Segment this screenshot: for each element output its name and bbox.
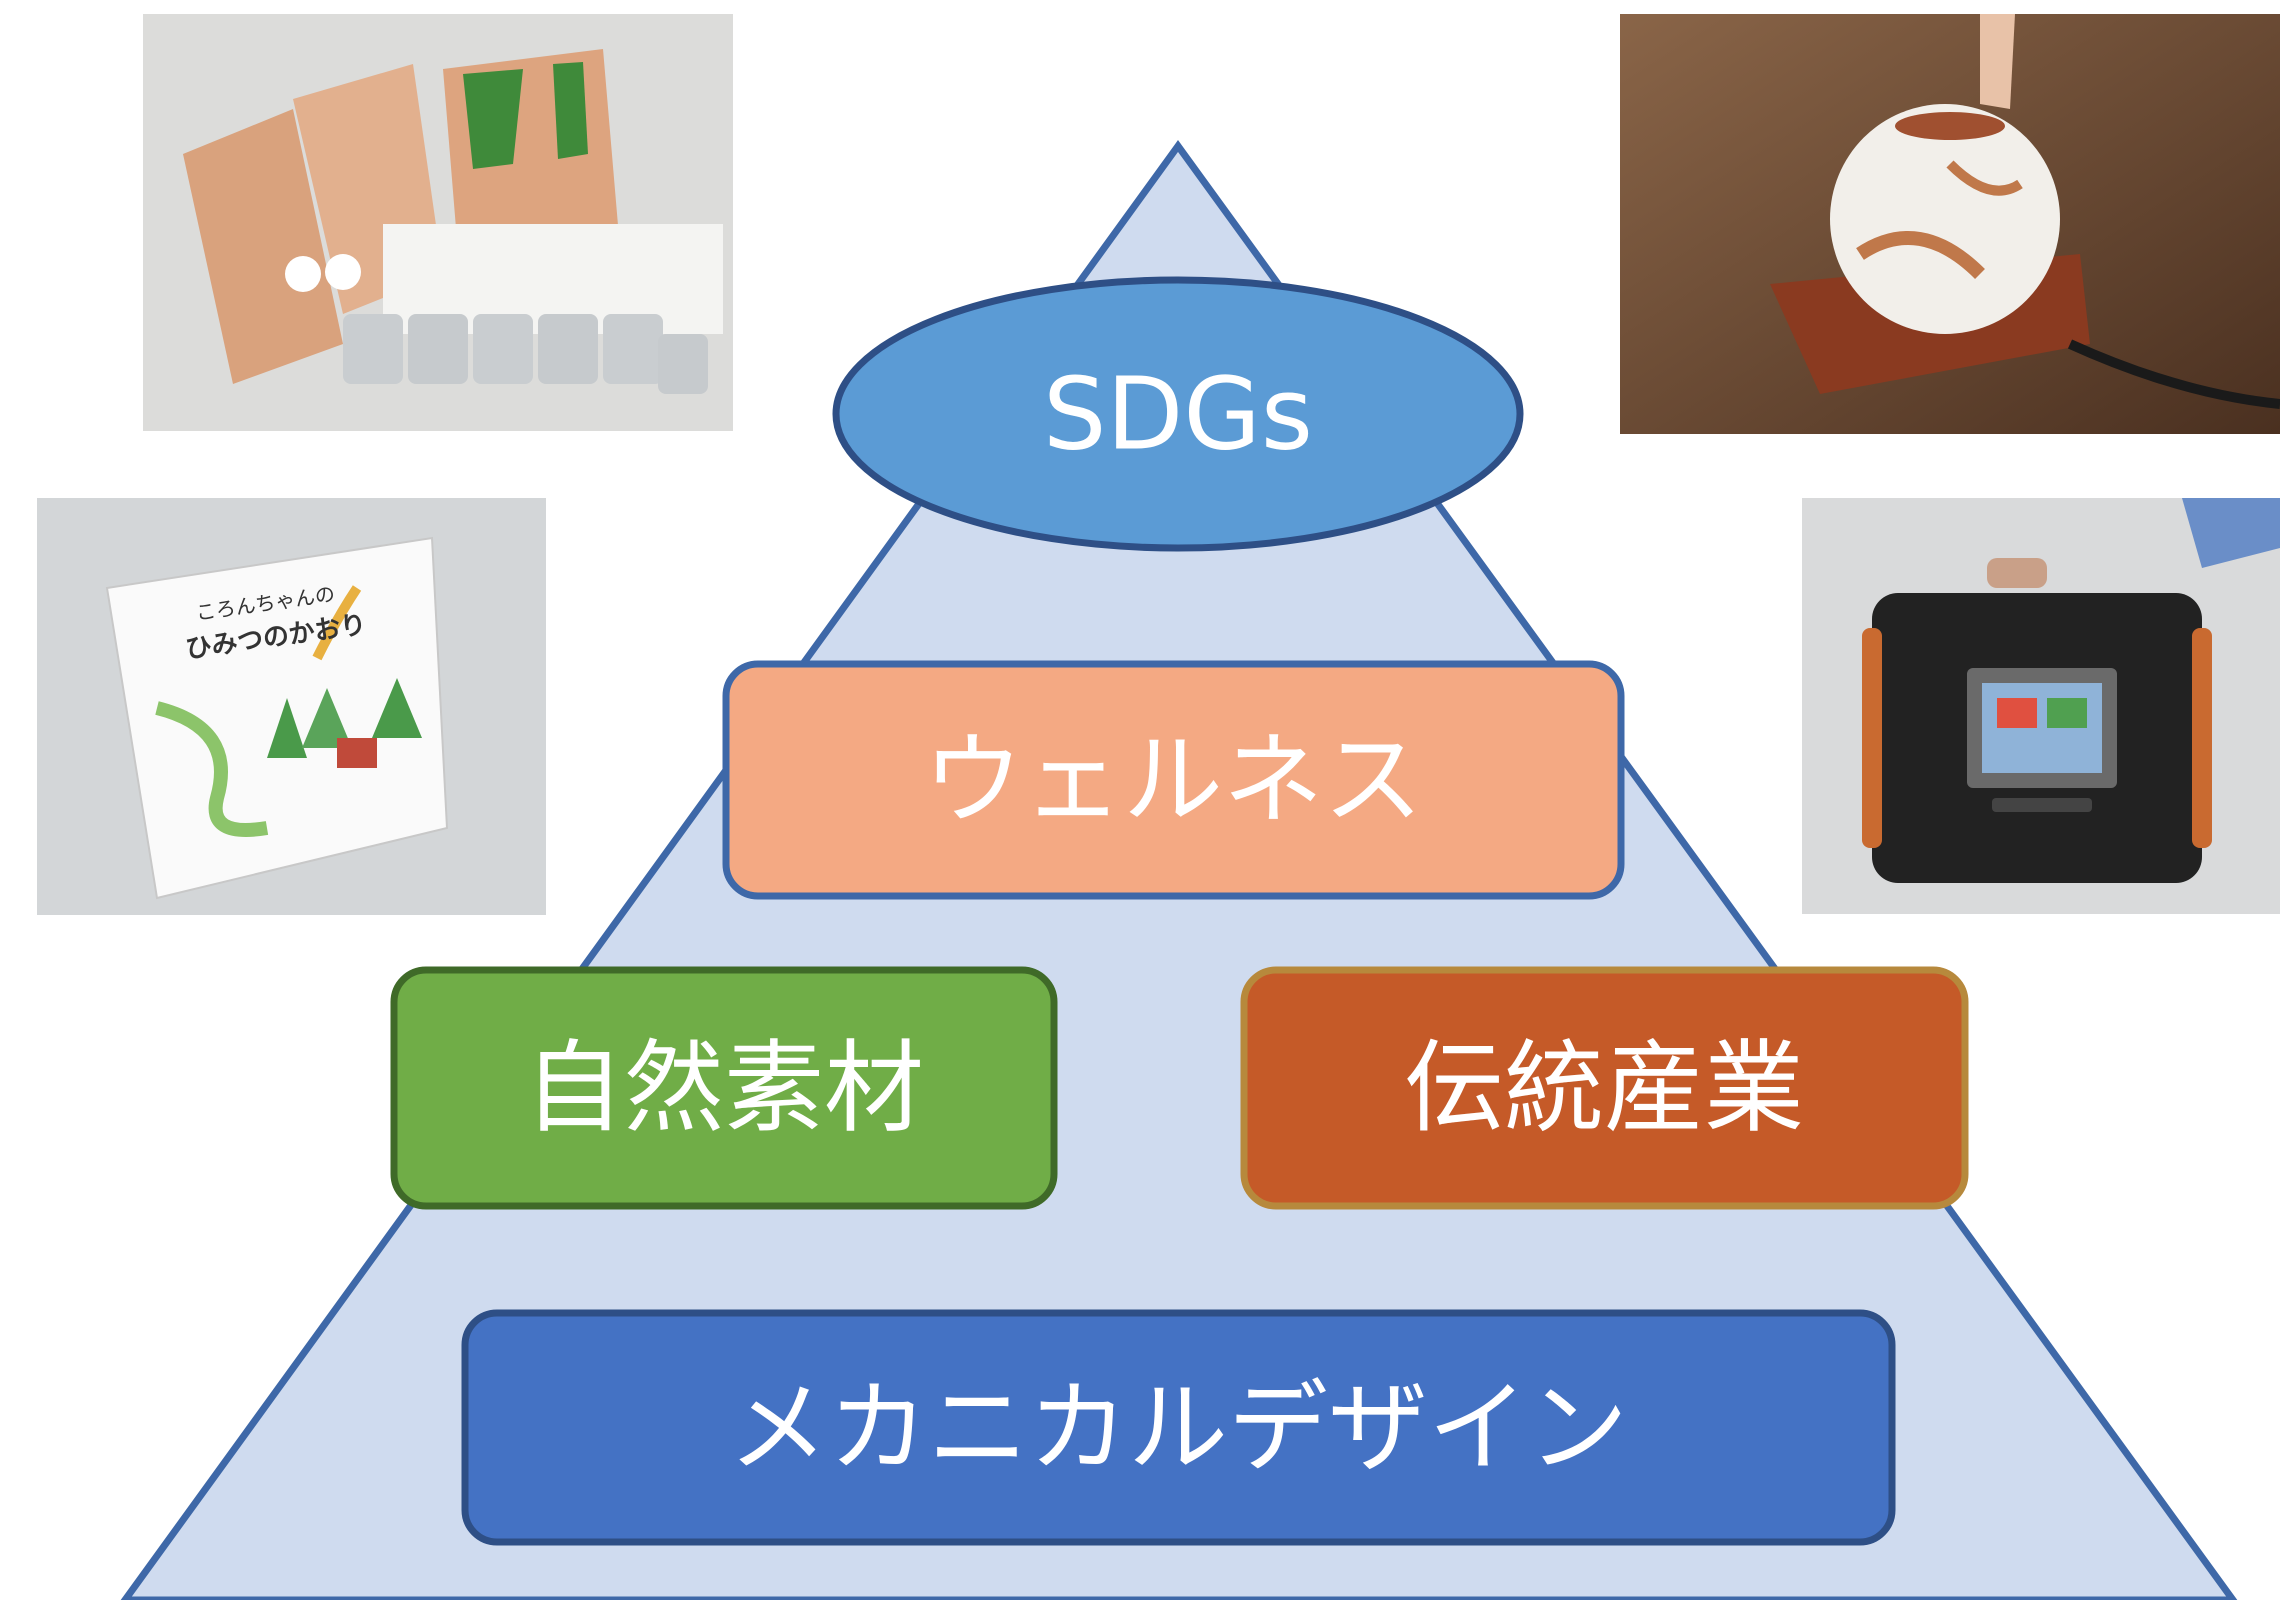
- picture-book-illustration: ころんちゃんの ひみつのかおり: [37, 498, 546, 915]
- porcelain-diffuser-illustration: [1620, 14, 2280, 434]
- tier-traditional-industry-label: 伝統産業: [1404, 1030, 1804, 1147]
- tier-natural-materials-box: [390, 966, 1058, 1210]
- apex-label: SDGs: [1043, 356, 1313, 473]
- photo-porcelain-diffuser: [1620, 14, 2280, 434]
- tier-mechanical-design-label: メカニカルデザイン: [728, 1370, 1628, 1487]
- tier-natural-materials-label: 自然素材: [524, 1030, 924, 1147]
- photo-portable-device: [1802, 498, 2280, 914]
- portable-device-illustration: [1802, 498, 2280, 914]
- tier-wellness-label: ウェルネス: [923, 722, 1423, 839]
- photo-aroma-kit: [143, 14, 733, 431]
- apex-ellipse: [832, 276, 1524, 552]
- photo-picture-book: ころんちゃんの ひみつのかおり: [37, 498, 546, 915]
- tier-traditional-industry-box: [1240, 966, 1969, 1210]
- tier-wellness-box: [722, 660, 1625, 900]
- aroma-kit-illustration: [143, 14, 733, 431]
- tier-mechanical-design-box: [461, 1309, 1896, 1546]
